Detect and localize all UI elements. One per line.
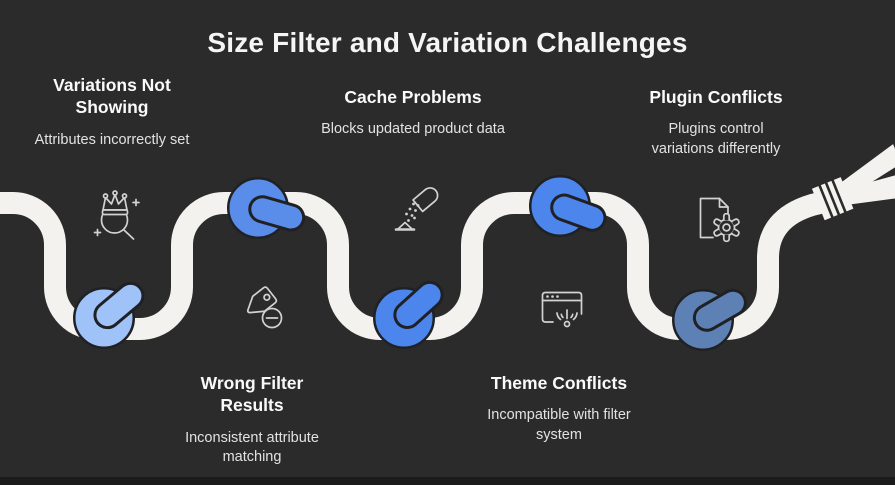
item-description: Attributes incorrectly set — [34, 131, 190, 148]
tag-minus-icon — [234, 280, 290, 336]
rope-knot — [373, 280, 444, 349]
item-description: Plugins control variations differently — [651, 121, 781, 157]
item-heading: Theme Conflicts — [490, 373, 628, 393]
crown-search-icon — [89, 187, 145, 243]
capsule-spill-icon — [389, 184, 445, 240]
item-description: Blocks updated product data — [321, 121, 505, 138]
item-heading: Wrong Filter Results — [200, 373, 304, 416]
item-variations-not-showing: Variations Not Showing Attributes incorr… — [7, 74, 217, 150]
browser-error-icon — [534, 280, 590, 336]
bottom-edge-strip — [0, 477, 895, 485]
rope-frayed-end — [811, 144, 895, 221]
rope-knot — [672, 288, 747, 351]
item-description: Incompatible with filter system — [487, 407, 631, 443]
item-heading: Variations Not Showing — [53, 75, 171, 118]
page-title: Size Filter and Variation Challenges — [207, 27, 688, 58]
document-gear-icon — [688, 189, 744, 245]
item-cache-problems: Cache Problems Blocks updated product da… — [303, 86, 523, 140]
item-description: Inconsistent attribute matching — [185, 429, 319, 465]
rope-knot — [529, 175, 607, 237]
item-heading: Cache Problems — [344, 87, 482, 107]
item-plugin-conflicts: Plugin Conflicts Plugins control variati… — [606, 86, 826, 159]
item-heading: Plugin Conflicts — [649, 87, 783, 107]
rope-knot — [227, 177, 306, 239]
rope-knot — [73, 281, 145, 349]
item-theme-conflicts: Theme Conflicts Incompatible with filter… — [449, 372, 669, 445]
item-wrong-filter-results: Wrong Filter Results Inconsistent attrib… — [142, 372, 362, 467]
